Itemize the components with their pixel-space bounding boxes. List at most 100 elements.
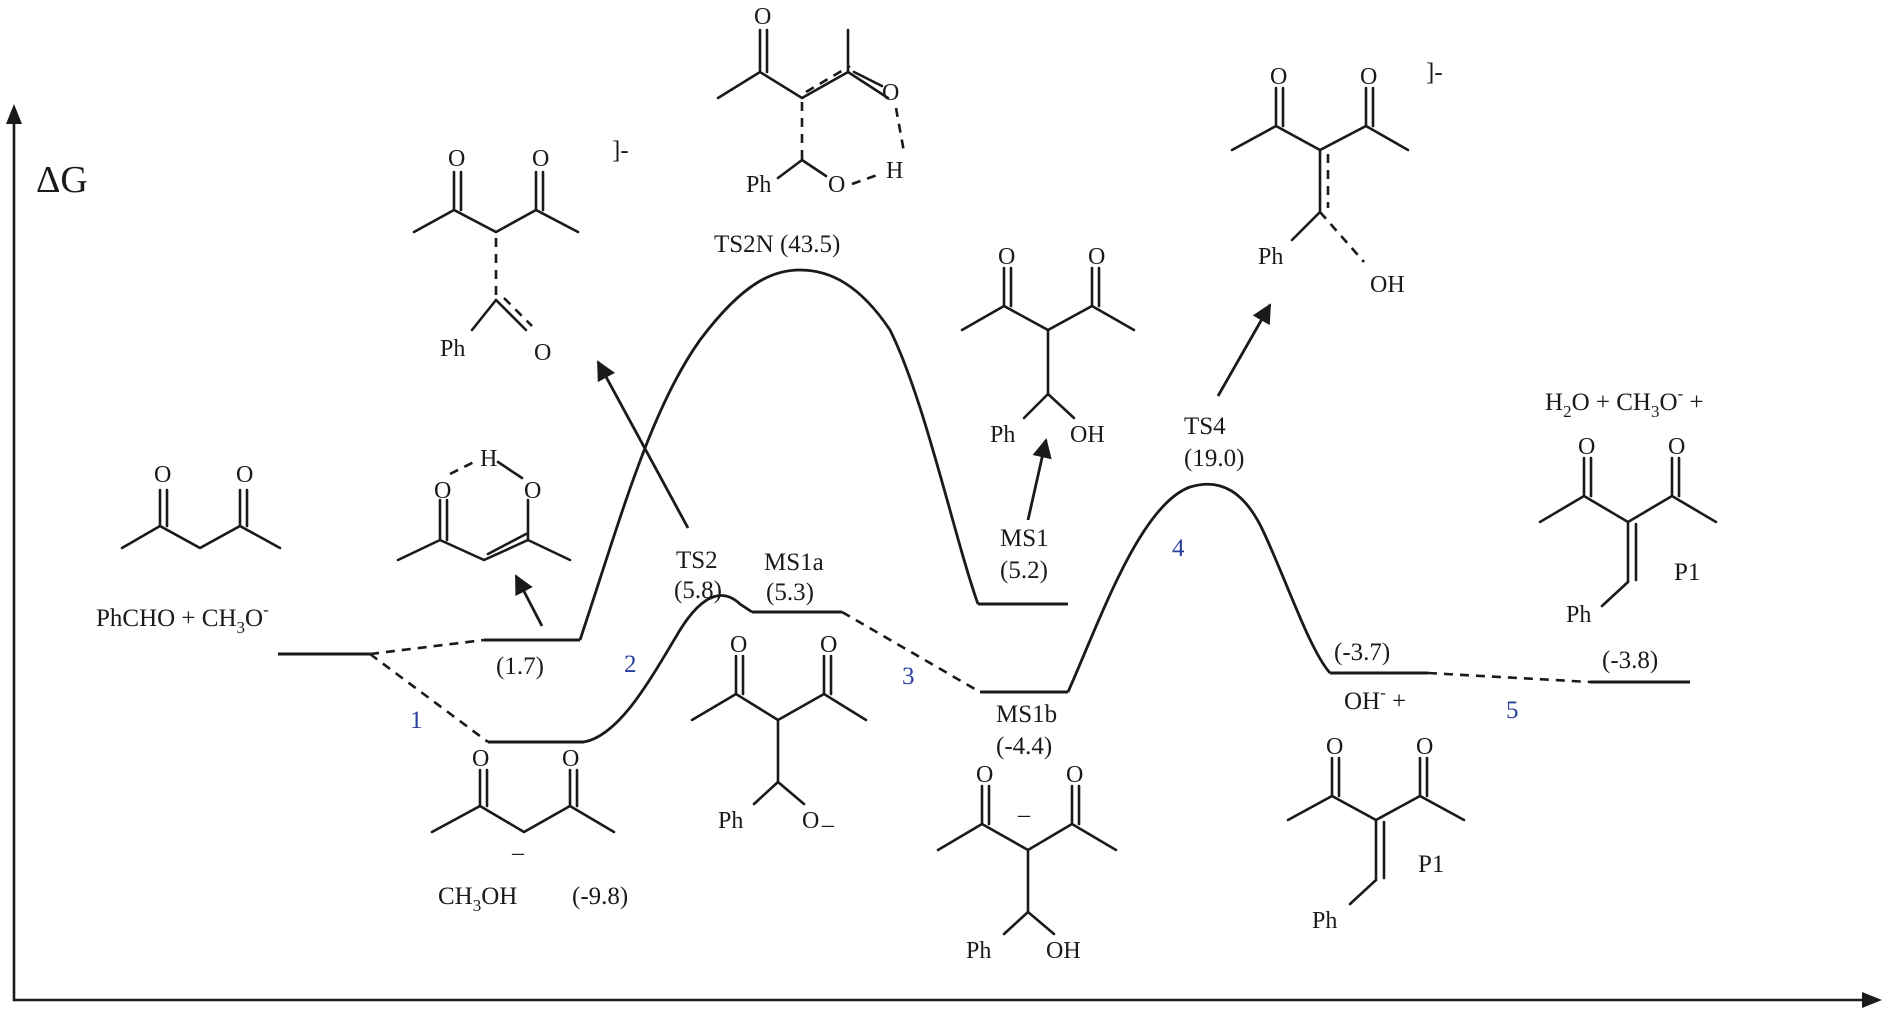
connector-ms1a-ms1b [841,610,981,694]
step-1: 1 [410,707,423,734]
structure-enol: O O H [396,446,572,562]
product-label: P1 [1418,851,1444,878]
arrow-to-ts2-structure [596,360,690,529]
atom-ph: Ph [1258,244,1283,270]
atom-o: O [1088,244,1105,270]
ms1a-name: MS1a [764,549,824,576]
connector-reactants-enolate [369,652,489,744]
y-axis-label: ΔG [36,159,88,201]
enolate-coproduct: CH3OH [438,883,517,915]
structure-p1-mid: O O Ph P1 [1286,734,1466,934]
atom-o: O [1066,762,1083,788]
y-axis-arrowhead [6,104,22,124]
structure-ms1: O O Ph OH [960,244,1136,448]
ms1-value: (5.2) [1000,557,1048,584]
structure-p1-final: O O Ph P1 [1538,434,1718,628]
atom-o: O [998,244,1015,270]
atom-o: O [154,462,171,488]
arrow-to-ts4-structure [1216,303,1272,397]
ts4-name: TS4 [1184,413,1226,440]
atom-o: O [828,172,845,198]
atom-oh: OH [1046,938,1081,964]
x-axis-arrowhead [1862,992,1882,1008]
atom-o: O [882,80,899,106]
atom-o: O [976,762,993,788]
ms1-name: MS1 [1000,525,1049,552]
structure-ms1b: O O – Ph OH [936,762,1118,964]
step-4: 4 [1172,535,1185,562]
ts2n-label: TS2N (43.5) [714,231,840,258]
step-5: 5 [1506,697,1519,724]
atom-o: O [472,746,489,772]
atom-o: O [524,478,541,504]
int5-value: (-3.7) [1334,639,1390,666]
ms1a-value: (5.3) [766,579,814,606]
atom-o: O [754,4,771,30]
atom-h: H [886,158,903,184]
int5-coproduct: OH- + [1344,683,1406,715]
step-2: 2 [624,651,637,678]
structure-ms1a: O O Ph O – [690,632,868,838]
atom-o: O [534,340,551,366]
state-labels: PhCHO + CH3O- (1.7) TS2 (5.8) MS1a (5.3)… [96,231,1704,915]
atom-o: O [1326,734,1343,760]
structure-acetylacetone: O O [120,462,282,550]
atom-o: O [448,146,465,172]
step-3: 3 [902,663,915,690]
charge-bracket: ]- [1426,59,1443,86]
connector-int5-p1 [1427,671,1591,684]
arrow-to-enol-structure [514,574,544,627]
atom-o: O [802,808,819,834]
atom-h: H [480,446,497,472]
atom-o: O [1416,734,1433,760]
carbanion-charge: – [1017,802,1031,828]
energy-levels [278,602,1690,744]
enol-value: (1.7) [496,653,544,680]
arrow-to-ms1-structure [1026,438,1052,521]
atom-ph: Ph [966,938,991,964]
atom-ph: Ph [990,422,1015,448]
ms1b-name: MS1b [996,701,1057,728]
atom-o: O [820,632,837,658]
ts4-value: (19.0) [1184,445,1244,472]
ms1b-value: (-4.4) [996,733,1052,760]
charge-bracket: ]- [612,137,629,164]
atom-ph: Ph [440,336,465,362]
structure-ts2: O O Ph O ]- [412,137,629,366]
atom-ph: Ph [1566,602,1591,628]
atom-o: O [532,146,549,172]
atom-o: O [236,462,253,488]
atom-ph: Ph [718,808,743,834]
reaction-path [369,268,1591,744]
atom-o: O [1578,434,1595,460]
atom-o: O [730,632,747,658]
atom-o: O [562,746,579,772]
structure-ts2n: O O Ph O H [716,4,906,198]
p1-coproducts: H2O + CH3O- + [1545,384,1704,421]
atom-oh: OH [1070,422,1105,448]
pointer-arrows [514,303,1272,627]
connector-reactants-enol [369,638,485,656]
curve-ms1b-ts4-int5 [1066,482,1332,693]
step-numbers: 1 2 3 4 5 [410,535,1519,734]
atom-o: O [434,478,451,504]
p1-value: (-3.8) [1602,647,1658,674]
atom-ph: Ph [746,172,771,198]
ts2-value: (5.8) [674,577,722,604]
enolate-value: (-9.8) [572,883,628,910]
atom-oh: OH [1370,272,1405,298]
reactants-label: PhCHO + CH3O- [96,600,269,637]
curve-enolate-ts2-ms1a [583,594,753,744]
alkoxide-charge: – [821,812,835,838]
axes: ΔG [6,104,1882,1008]
atom-o: O [1360,64,1377,90]
atom-ph: Ph [1312,908,1337,934]
atom-o: O [1668,434,1685,460]
structure-ts4: O O Ph OH ]- [1230,59,1443,298]
product-label: P1 [1674,559,1700,586]
structure-enolate: O O – [430,746,616,866]
ts2-name: TS2 [676,547,718,574]
atom-o: O [1270,64,1287,90]
curve-enol-ts2n-ms1 [578,268,980,641]
